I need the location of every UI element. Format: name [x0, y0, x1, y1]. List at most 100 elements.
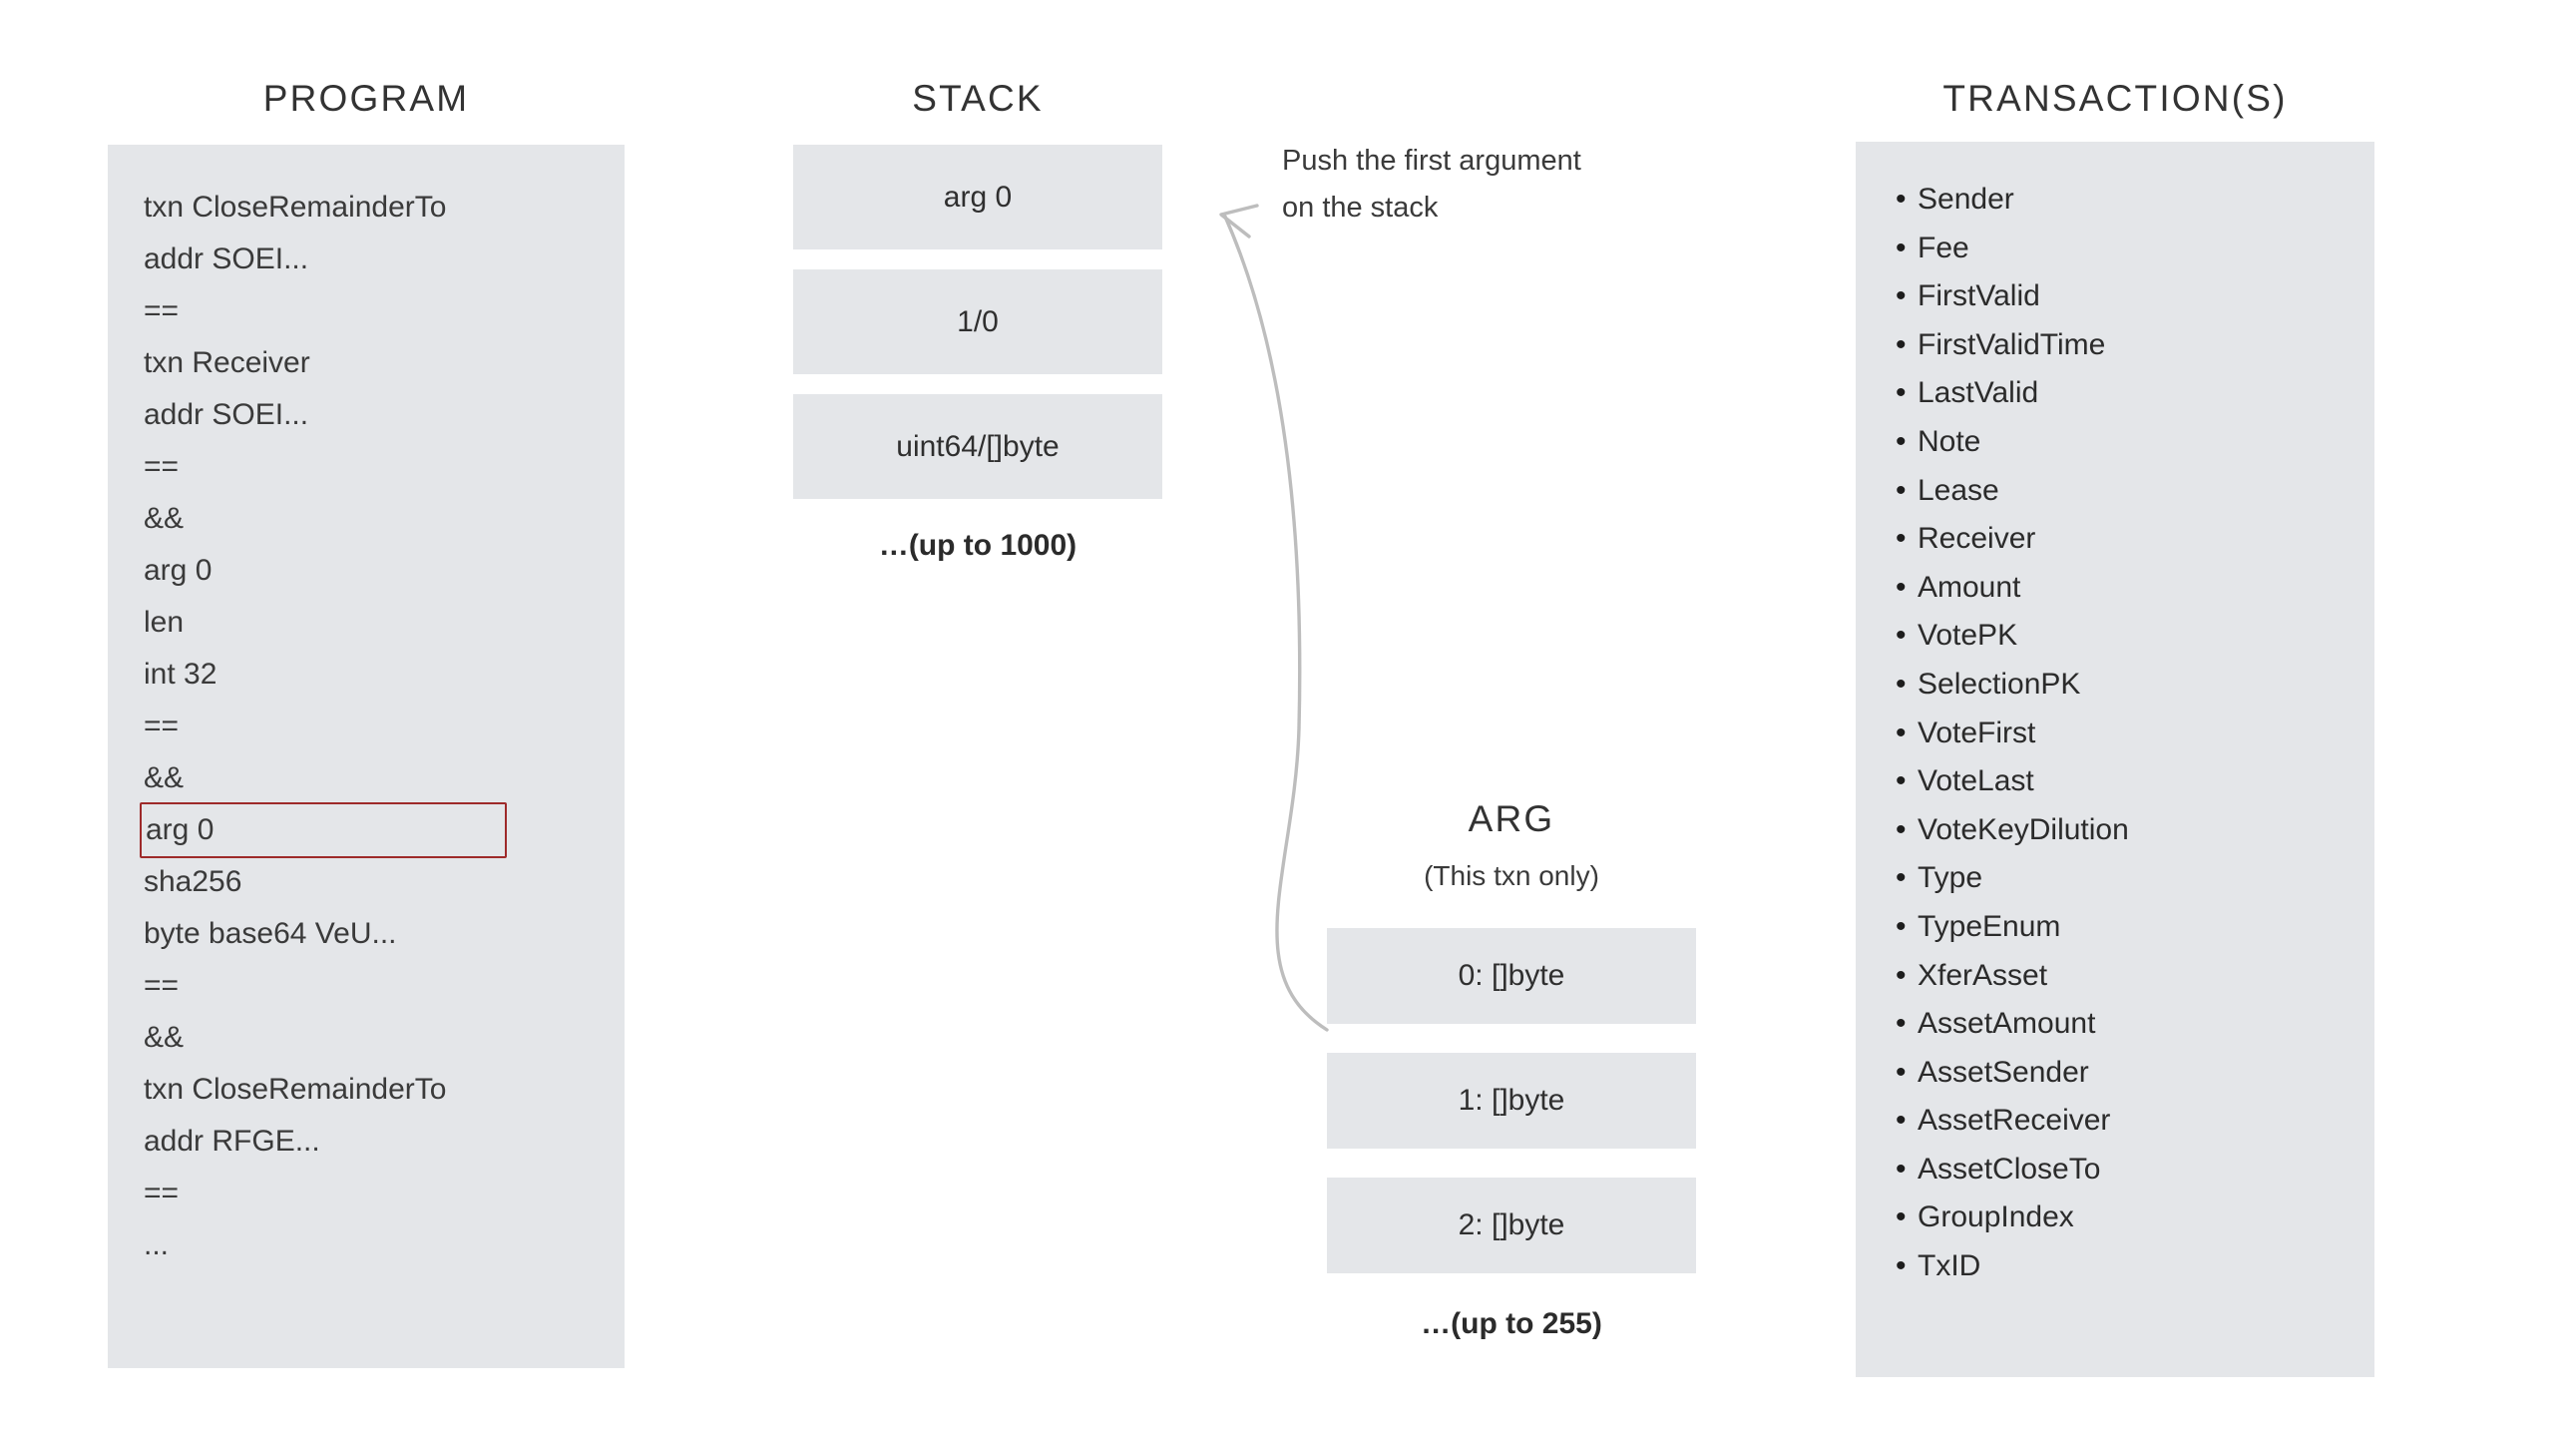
program-line: &&	[144, 502, 185, 535]
transaction-field: •Receiver	[1896, 515, 2364, 564]
program-line: addr RFGE...	[144, 1125, 320, 1158]
bullet-icon: •	[1896, 812, 1907, 846]
arg-slot: 2: []byte	[1327, 1178, 1696, 1273]
transaction-fields-list: •Sender•Fee•FirstValid•FirstValidTime•La…	[1896, 176, 2364, 1291]
transaction-field-label: VoteFirst	[1918, 716, 2036, 749]
transaction-field: • GroupIndex	[1896, 1194, 2364, 1242]
arg-column-subtitle: (This txn only)	[1424, 860, 1599, 891]
bullet-icon: •	[1896, 1200, 1907, 1234]
transaction-field: • AssetAmount	[1896, 1000, 2364, 1049]
transaction-field-label: FirstValid	[1918, 279, 2040, 313]
program-line: byte base64 VeU...	[144, 917, 397, 950]
transaction-field: • FirstValid	[1896, 272, 2364, 321]
program-line: arg 0	[144, 554, 213, 587]
transaction-field-label: VoteKeyDilution	[1918, 812, 2129, 846]
transaction-field-label: AssetCloseTo	[1918, 1152, 2101, 1186]
bullet-icon: •	[1896, 376, 1907, 410]
transaction-field-label: Sender	[1918, 183, 2014, 216]
bullet-icon: •	[1896, 279, 1907, 313]
program-line: &&	[144, 761, 185, 794]
bullet-icon: •	[1896, 667, 1907, 701]
transaction-field: • VoteKeyDilution	[1896, 806, 2364, 855]
transaction-field-label: XferAsset	[1918, 958, 2048, 992]
transaction-field: • Fee	[1896, 225, 2364, 273]
program-line: addr SOEI...	[144, 242, 309, 275]
arg-overflow-caption: …(up to 255)	[1421, 1307, 1602, 1340]
bullet-icon: •	[1896, 570, 1907, 604]
bullet-icon: •	[1896, 1055, 1907, 1089]
transaction-field: •SelectionPK	[1896, 661, 2364, 710]
bullet-icon: •	[1896, 1007, 1907, 1041]
bullet-icon: •	[1896, 1249, 1907, 1283]
bullet-icon: •	[1896, 522, 1907, 556]
program-line: ==	[144, 1177, 180, 1209]
transaction-field-label: TypeEnum	[1918, 909, 2061, 943]
stack-overflow-caption: …(up to 1000)	[878, 529, 1077, 562]
transaction-field: •VoteLast	[1896, 757, 2364, 806]
bullet-icon: •	[1896, 231, 1907, 264]
bullet-icon: •	[1896, 619, 1907, 653]
stack-slot: uint64/[]byte	[793, 394, 1162, 499]
program-line: ==	[144, 450, 180, 483]
push-argument-annotation: Push the first argument on the stack	[1282, 138, 1701, 232]
transaction-field-label: Note	[1918, 424, 1981, 458]
stack-column-title: STACK	[912, 78, 1044, 119]
transaction-field-label: GroupIndex	[1918, 1200, 2074, 1234]
transaction-field-label: TxID	[1918, 1249, 1981, 1283]
transaction-field: •Type	[1896, 854, 2364, 903]
program-line: ==	[144, 710, 180, 742]
transaction-field-label: Amount	[1918, 570, 2021, 604]
bullet-icon: •	[1896, 909, 1907, 943]
bullet-icon: •	[1896, 1152, 1907, 1186]
transaction-field-label: VotePK	[1918, 619, 2018, 653]
transaction-field: • Sender	[1896, 176, 2364, 225]
program-line: int 32	[144, 658, 217, 691]
push-annotation-line-2: on the stack	[1282, 192, 1439, 224]
program-line: txn CloseRemainderTo	[144, 1073, 447, 1106]
program-line: ==	[144, 969, 180, 1002]
transactions-panel	[1856, 142, 2374, 1377]
bullet-icon: •	[1896, 424, 1907, 458]
arg-slot: 1: []byte	[1327, 1053, 1696, 1149]
transaction-field-label: AssetReceiver	[1918, 1104, 2111, 1138]
transaction-field: • Lease	[1896, 467, 2364, 516]
program-line-highlighted: arg 0	[140, 802, 507, 858]
transaction-field: • XferAsset	[1896, 952, 2364, 1001]
bullet-icon: •	[1896, 473, 1907, 507]
bullet-icon: •	[1896, 716, 1907, 749]
transaction-field-label: Fee	[1918, 231, 1969, 264]
transaction-field: • TxID	[1896, 1242, 2364, 1291]
push-annotation-line-1: Push the first argument	[1282, 145, 1581, 177]
program-line: txn CloseRemainderTo	[144, 191, 447, 224]
transaction-field: • LastValid	[1896, 369, 2364, 418]
program-panel	[108, 145, 625, 1368]
transaction-field-label: LastValid	[1918, 376, 2039, 410]
transaction-field: •FirstValidTime	[1896, 321, 2364, 370]
bullet-icon: •	[1896, 1104, 1907, 1138]
program-column-title: PROGRAM	[262, 78, 470, 119]
arg-column-title: ARG	[1468, 798, 1555, 839]
transaction-field-label: Lease	[1918, 473, 1999, 507]
transaction-field: • VoteFirst	[1896, 710, 2364, 758]
transaction-field-label: AssetSender	[1918, 1055, 2089, 1089]
stack-slot: arg 0	[793, 145, 1162, 249]
transaction-field: • TypeEnum	[1896, 903, 2364, 952]
transaction-field-label: Type	[1918, 861, 1983, 895]
transaction-field: • VotePK	[1896, 612, 2364, 661]
program-line: ==	[144, 294, 180, 327]
program-line: txn Receiver	[144, 346, 310, 379]
program-line: sha256	[144, 865, 242, 898]
transaction-field: • AssetCloseTo	[1896, 1146, 2364, 1194]
bullet-icon: •	[1896, 183, 1907, 216]
transaction-field-label: AssetAmount	[1918, 1007, 2096, 1041]
bullet-icon: •	[1896, 958, 1907, 992]
stack-slot: 1/0	[793, 269, 1162, 374]
program-code-list: txn CloseRemainderTo addr SOEI... == txn Re…	[140, 182, 587, 1271]
transaction-field: • AssetReceiver	[1896, 1097, 2364, 1146]
program-line: &&	[144, 1021, 185, 1054]
program-line: len	[144, 606, 185, 639]
transaction-field: • AssetSender	[1896, 1049, 2364, 1098]
transaction-field-label: VoteLast	[1918, 764, 2034, 798]
transaction-field: • Amount	[1896, 564, 2364, 613]
transaction-field-label: FirstValidTime	[1918, 327, 2106, 361]
